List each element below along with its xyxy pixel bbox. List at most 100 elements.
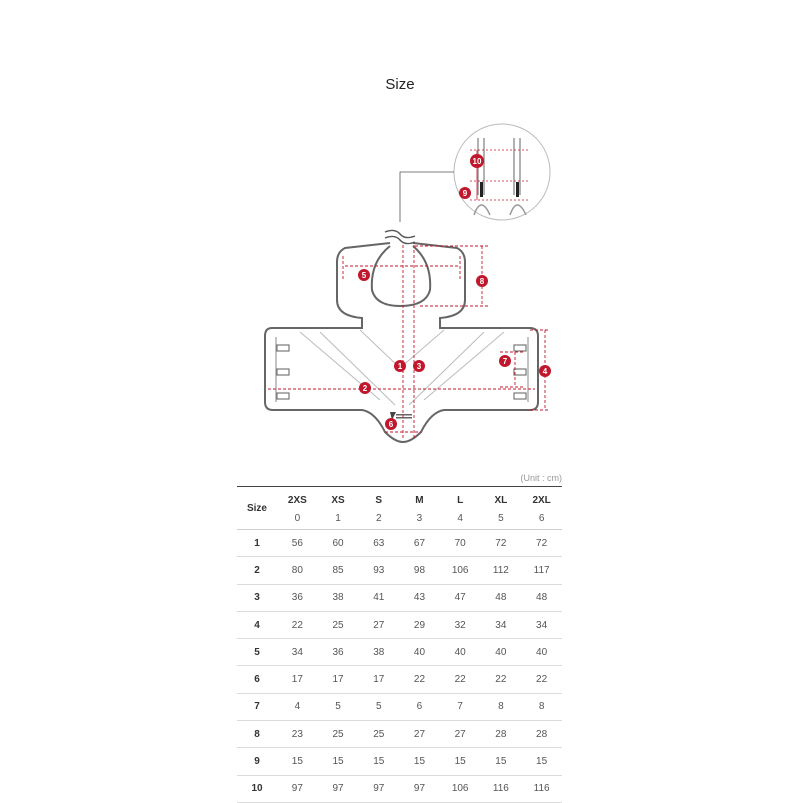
table-cell: 6 [399,693,440,722]
table-cell: 97 [317,775,359,803]
row-measurement-label: 5 [237,638,277,667]
table-cell: 117 [521,556,562,585]
col-size-name: 2XS [287,494,307,506]
col-size-number: 2 [358,509,400,530]
table-cell: 38 [358,638,400,667]
table-corner-label: Size [237,486,277,530]
marker-1: 1 [394,360,406,372]
table-cell: 98 [399,556,440,585]
seam-lines [299,329,505,406]
table-cell: 15 [277,747,318,776]
marker-10: 10 [470,154,484,168]
row-measurement-label: 1 [237,529,277,558]
table-cell: 34 [277,638,318,667]
svg-text:7: 7 [503,357,508,366]
col-size-number: 3 [399,509,440,530]
svg-text:6: 6 [389,420,394,429]
table-cell: 29 [399,611,440,640]
chest-protector-diagram: 1 2 3 4 5 6 7 8 9 10 [264,123,551,444]
marker-7: 7 [499,355,511,367]
table-cell: 112 [480,556,522,585]
marker-9: 9 [459,187,471,199]
table-cell: 36 [317,638,359,667]
page-title: Size [385,76,415,93]
table-cell: 15 [317,747,359,776]
side-straps [276,344,527,400]
col-size-name: XL [494,494,508,506]
marker-2: 2 [359,382,371,394]
table-cell: 63 [358,529,400,558]
col-size-number: 1 [317,509,359,530]
svg-text:10: 10 [473,157,482,166]
table-cell: 28 [521,720,562,749]
table-cell: 25 [358,720,400,749]
table-cell: 22 [521,665,562,694]
col-size-name: XS [331,494,345,506]
table-cell: 5 [358,693,400,722]
marker-4: 4 [539,365,551,377]
strap-zoom-callout [399,123,551,222]
size-table: Size 2XS XS S M L XL 2XL 0 1 2 3 4 5 6 [237,486,562,803]
table-cell: 28 [480,720,522,749]
row-measurement-label: 6 [237,665,277,694]
col-size-name: S [375,494,383,506]
table-cell: 40 [439,638,481,667]
table-cell: 48 [480,584,522,612]
table-cell: 93 [358,556,400,585]
top-strap [384,229,416,245]
table-cell: 72 [521,529,562,558]
svg-text:2: 2 [363,384,368,393]
table-cell: 22 [439,665,481,694]
svg-text:5: 5 [362,271,367,280]
table-cell: 116 [521,775,562,803]
table-cell: 41 [358,584,400,612]
table-cell: 48 [521,584,562,612]
row-measurement-label: 8 [237,720,277,749]
table-cell: 40 [521,638,562,667]
marker-8: 8 [476,275,488,287]
table-cell: 15 [399,747,440,776]
table-cell: 36 [277,584,318,612]
protector-outline [264,242,539,444]
table-cell: 97 [399,775,440,803]
col-size-name: 2XL [532,494,551,506]
table-cell: 25 [317,720,359,749]
table-cell: 34 [521,611,562,640]
svg-text:4: 4 [543,367,548,376]
col-size-name: M [415,494,424,506]
row-measurement-label: 9 [237,747,277,776]
table-cell: 97 [358,775,400,803]
svg-text:9: 9 [463,189,468,198]
svg-text:1: 1 [398,362,403,371]
table-cell: 60 [317,529,359,558]
col-size-number: 0 [277,509,318,530]
table-cell: 34 [480,611,522,640]
table-cell: 8 [480,693,522,722]
unit-label: (Unit : cm) [520,473,563,483]
col-size-number: 5 [480,509,522,530]
table-cell: 47 [439,584,481,612]
table-cell: 43 [399,584,440,612]
table-cell: 56 [277,529,318,558]
table-cell: 27 [399,720,440,749]
marker-5: 5 [358,269,370,281]
table-cell: 72 [480,529,522,558]
table-cell: 85 [317,556,359,585]
table-cell: 15 [439,747,481,776]
table-cell: 27 [439,720,481,749]
table-cell: 38 [317,584,359,612]
col-size-number: 6 [521,509,562,530]
marker-6: 6 [385,418,397,430]
col-size-number: 4 [439,509,481,530]
table-cell: 7 [439,693,481,722]
table-cell: 22 [480,665,522,694]
table-cell: 22 [277,611,318,640]
